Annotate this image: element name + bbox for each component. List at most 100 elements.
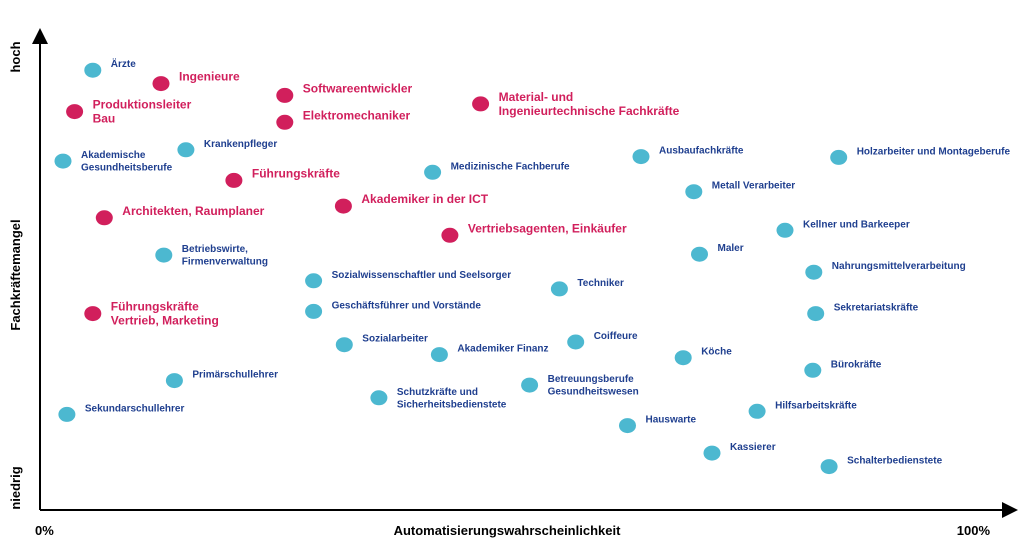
data-point: Elektromechaniker <box>276 108 411 130</box>
data-point-label: Vertriebsagenten, Einkäufer <box>468 221 627 235</box>
data-point-label: Hauswarte <box>646 415 697 426</box>
data-point-marker <box>334 198 352 214</box>
data-point-marker <box>276 87 294 103</box>
y-axis-label: Fachkräftemangel <box>8 219 23 330</box>
data-point-label: Führungskräfte <box>252 166 340 180</box>
data-point-label: Holzarbeiter und Montageberufe <box>857 146 1011 157</box>
data-point: Führungskräfte <box>225 166 340 188</box>
data-point-label: Akademiker in der ICT <box>361 192 488 206</box>
data-point-marker <box>830 149 848 165</box>
data-point-marker <box>472 96 490 112</box>
data-point-marker <box>703 445 721 461</box>
data-point-marker <box>95 210 113 226</box>
data-point: Sekretariatskräfte <box>807 303 919 322</box>
data-point: Betriebswirte,Firmenverwaltung <box>155 244 268 268</box>
data-point-marker <box>276 114 294 130</box>
data-point-marker <box>152 76 170 92</box>
data-point-marker <box>54 153 72 169</box>
data-point: Krankenpfleger <box>177 139 277 158</box>
data-point-label: Ausbaufachkräfte <box>659 146 744 157</box>
y-tick-label-max: hoch <box>8 41 23 72</box>
data-point-label: Krankenpfleger <box>204 139 277 150</box>
data-point: Kellner und Barkeeper <box>776 219 910 238</box>
data-point-label: Sozialarbeiter <box>362 334 428 345</box>
data-point-marker <box>807 306 825 322</box>
data-point-label: Elektromechaniker <box>303 108 411 122</box>
data-point: Akademiker Finanz <box>430 344 549 363</box>
data-point: Kassierer <box>703 442 776 461</box>
data-point-marker <box>225 172 243 188</box>
data-point-label: Köche <box>701 347 732 358</box>
data-point-marker <box>84 306 102 322</box>
data-point-marker <box>430 347 448 363</box>
data-points: ÄrzteIngenieureSoftwareentwicklerMateria… <box>54 57 1010 475</box>
data-point-label: Softwareentwickler <box>303 81 413 95</box>
data-point: Schalterbedienstete <box>820 456 943 475</box>
data-point: Techniker <box>550 278 624 297</box>
data-point-label: Metall Verarbeiter <box>712 181 795 192</box>
data-point-marker <box>370 390 388 406</box>
data-point-label: Ingenieure <box>179 70 240 84</box>
data-point-marker <box>424 164 442 180</box>
data-point: Architekten, Raumplaner <box>95 204 265 226</box>
data-point: Nahrungsmittelverarbeitung <box>805 261 966 280</box>
data-point-label: Nahrungsmittelverarbeitung <box>832 261 966 272</box>
data-point-label: Sozialwissenschaftler und Seelsorger <box>332 270 512 281</box>
data-point: Hilfsarbeitskräfte <box>748 400 857 419</box>
data-point-label: Ärzte <box>111 57 136 70</box>
data-point: Sozialarbeiter <box>335 334 428 353</box>
data-point-marker <box>66 104 84 120</box>
data-point: Ingenieure <box>152 70 240 92</box>
data-point-marker <box>550 281 568 297</box>
data-point: Geschäftsführer und Vorstände <box>305 300 481 319</box>
data-point: Medizinische Fachberufe <box>424 161 570 180</box>
x-axis-label: Automatisierungswahrscheinlichkeit <box>394 523 622 538</box>
data-point-label: Hilfsarbeitskräfte <box>775 400 857 411</box>
data-point: Köche <box>674 347 732 366</box>
data-point-label: Schalterbedienstete <box>847 456 942 467</box>
data-point: Softwareentwickler <box>276 81 413 103</box>
data-point-marker <box>567 334 585 350</box>
data-point-label: Techniker <box>577 278 624 289</box>
data-point-marker <box>84 62 102 78</box>
data-point-label: Sekretariatskräfte <box>834 303 919 314</box>
data-point-label: Kassierer <box>730 442 776 453</box>
data-point-marker <box>155 247 173 263</box>
data-point: Sozialwissenschaftler und Seelsorger <box>305 270 511 289</box>
data-point-marker <box>820 459 838 475</box>
data-point: Holzarbeiter und Montageberufe <box>830 146 1010 165</box>
y-tick-label-min: niedrig <box>8 466 23 509</box>
data-point-label: Bürokräfte <box>831 359 882 370</box>
data-point: Vertriebsagenten, Einkäufer <box>441 221 627 243</box>
data-point-marker <box>691 246 708 262</box>
data-point: Primärschullehrer <box>165 370 278 389</box>
data-point-marker <box>177 142 195 158</box>
data-point-marker <box>619 418 636 434</box>
data-point-label: Betriebswirte,Firmenverwaltung <box>182 244 268 268</box>
data-point-marker <box>685 184 703 200</box>
data-point-label: Primärschullehrer <box>192 370 278 381</box>
data-point-marker <box>305 303 323 319</box>
data-point-label: Medizinische Fachberufe <box>451 161 570 172</box>
data-point-label: Akademiker Finanz <box>457 344 548 355</box>
data-point-marker <box>776 222 794 238</box>
data-point: Sekundarschullehrer <box>58 403 184 422</box>
data-point-marker <box>674 350 692 366</box>
data-point-marker <box>165 373 183 389</box>
data-point-marker <box>521 377 539 393</box>
x-tick-label-max: 100% <box>957 523 991 538</box>
data-point-marker <box>805 264 823 280</box>
data-point-label: Sekundarschullehrer <box>85 403 185 414</box>
data-point-marker <box>58 406 76 422</box>
